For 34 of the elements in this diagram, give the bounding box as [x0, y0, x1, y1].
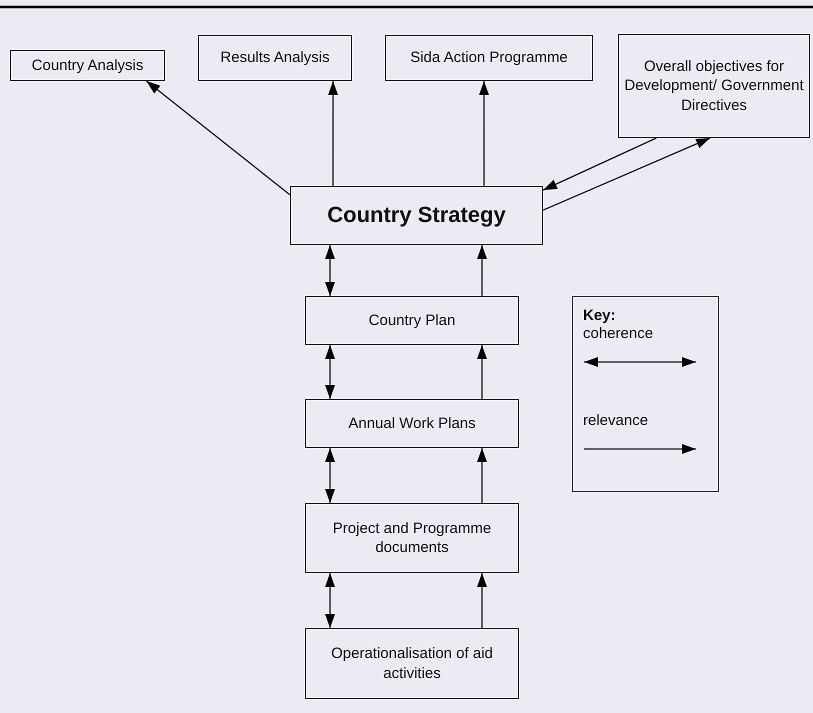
process-box: [305, 628, 519, 699]
process-box: [305, 503, 519, 573]
box-label: Annual Work Plans: [348, 414, 476, 434]
process-box: [385, 35, 593, 81]
box-label: Country Plan: [368, 310, 456, 330]
box-label: Results Analysis: [220, 48, 330, 68]
process-box: [290, 186, 543, 245]
arrow: [479, 81, 490, 186]
process-box: [305, 399, 519, 448]
process-box: [305, 296, 519, 345]
legend-label: coherence: [583, 325, 654, 342]
box-label: Country Strategy: [327, 201, 506, 230]
legend-heading: Key:: [583, 307, 616, 324]
arrow: [476, 573, 487, 628]
arrow: [325, 448, 336, 503]
box-label: Sida Action Programme: [410, 48, 568, 68]
arrow: [476, 345, 487, 399]
legend-label: relevance: [583, 412, 648, 429]
arrow: [146, 80, 290, 196]
process-box: [10, 50, 165, 81]
process-box: [198, 35, 352, 81]
box-label: Overall objectives for Development/ Government Directives: [623, 56, 805, 116]
arrow: [325, 573, 336, 628]
arrow: [542, 137, 710, 211]
arrow: [325, 345, 336, 399]
arrow: [325, 245, 336, 296]
arrow: [328, 81, 338, 186]
box-label: Country Analysis: [32, 56, 144, 76]
box-label: Project and Programme documents: [332, 518, 492, 558]
arrow: [477, 245, 488, 296]
arrow: [476, 448, 487, 503]
process-box: [618, 34, 810, 138]
arrow: [542, 137, 657, 191]
box-label: Operationalisation of aid activities: [330, 644, 494, 683]
